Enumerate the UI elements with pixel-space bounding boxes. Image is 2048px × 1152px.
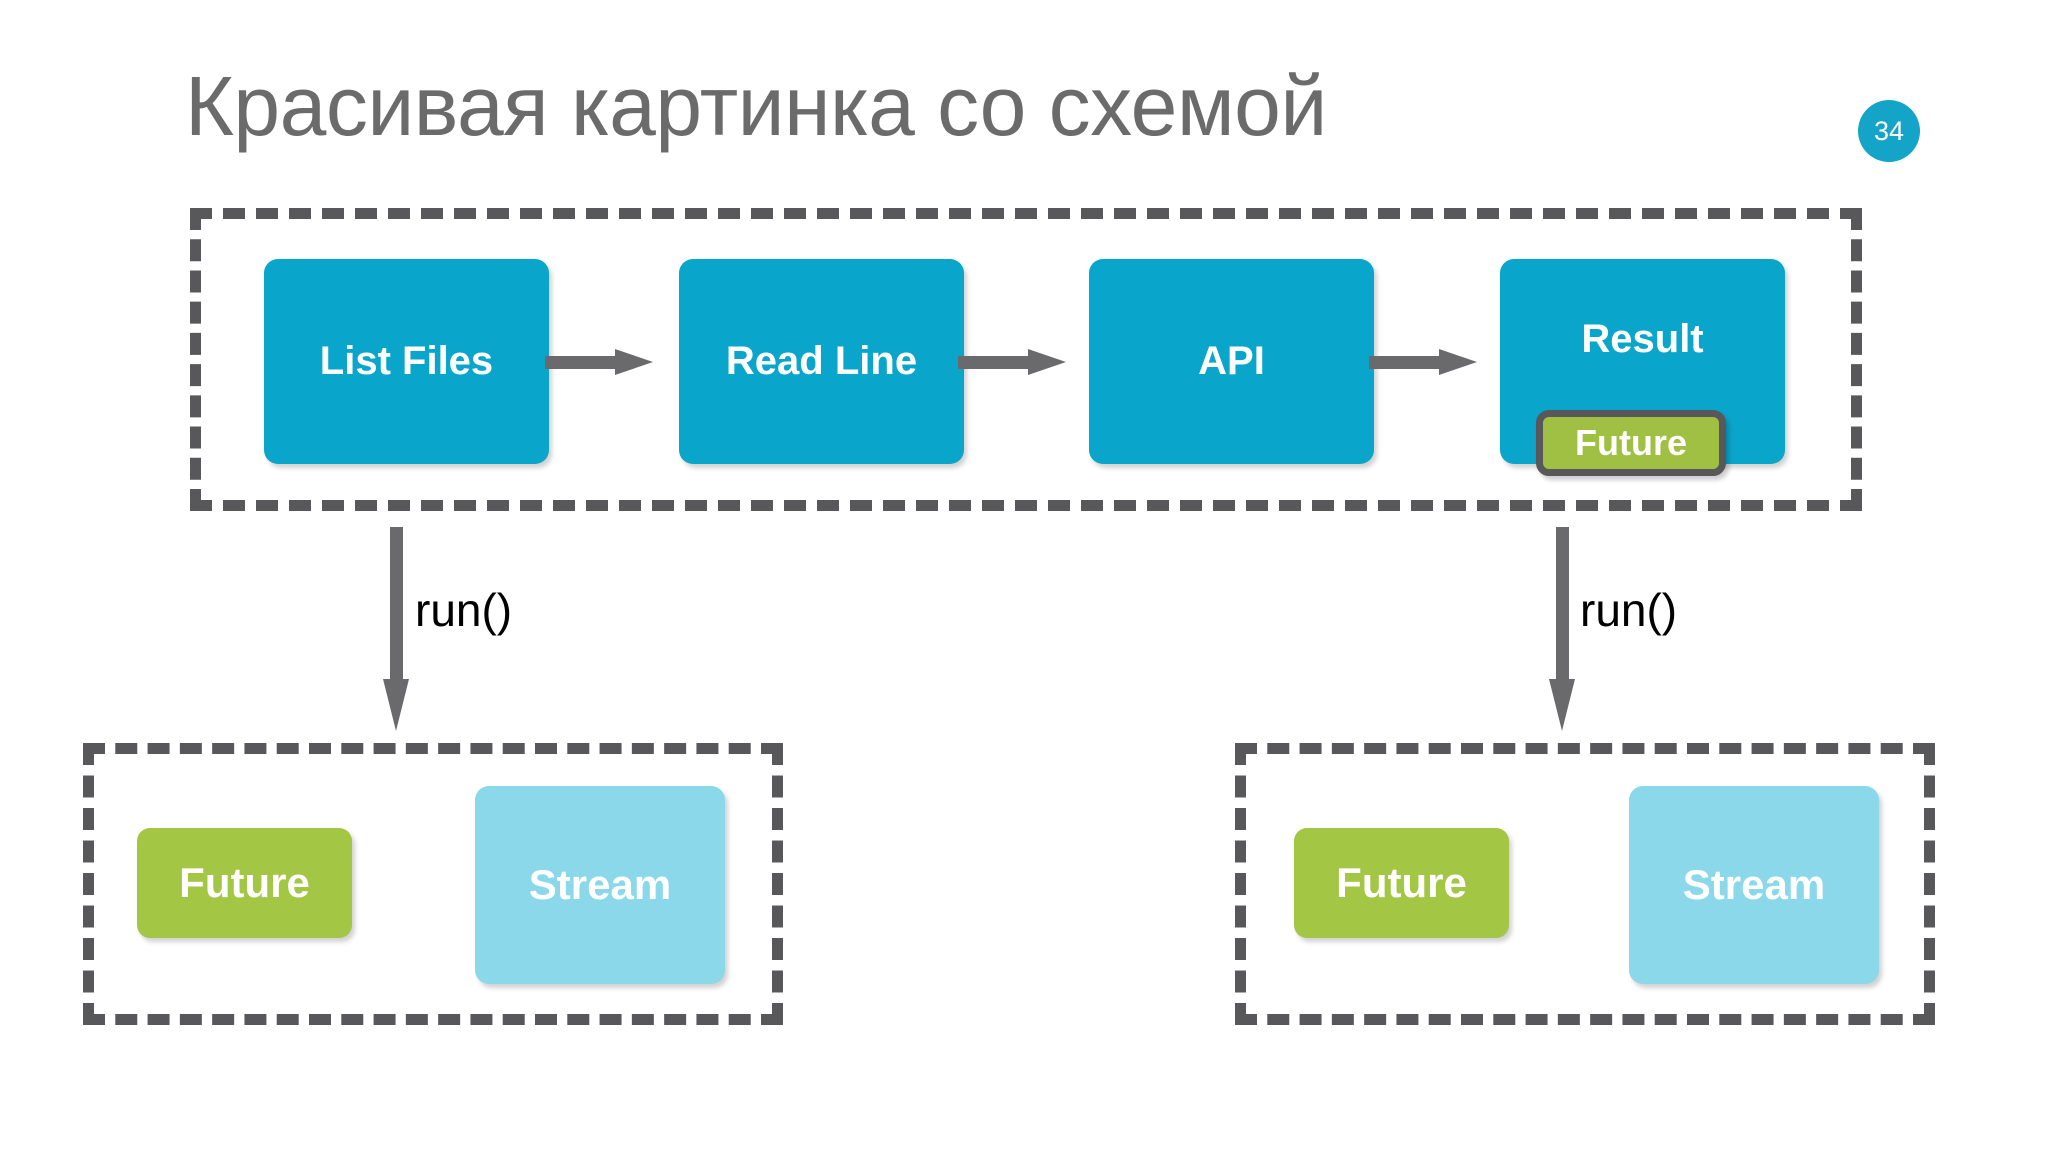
pipeline-stage-label: API xyxy=(1198,339,1265,383)
arrow-head xyxy=(615,349,653,375)
page-number-badge: 34 xyxy=(1858,100,1920,162)
pipeline-stage-label: Result xyxy=(1581,317,1704,361)
right-group-future-chip[interactable]: Future xyxy=(1294,828,1509,938)
arrow-shaft xyxy=(545,356,623,369)
left-result-group-container xyxy=(83,743,783,1025)
arrow-shaft xyxy=(958,356,1036,369)
arrow-head xyxy=(383,679,409,731)
arrow-head xyxy=(1549,679,1575,731)
arrow-down-icon xyxy=(383,527,409,735)
pipeline-stage-label: List Files xyxy=(319,339,494,383)
arrow-down-icon xyxy=(1549,527,1575,735)
run-label-right: run() xyxy=(1580,584,1678,636)
arrow-shaft xyxy=(1369,356,1447,369)
right-result-group-container xyxy=(1235,743,1935,1025)
arrow-shaft xyxy=(1556,527,1569,685)
arrow-right-icon xyxy=(545,349,665,375)
left-group-future-chip[interactable]: Future xyxy=(137,828,352,938)
left-group-stream-chip[interactable]: Stream xyxy=(475,786,725,984)
arrow-right-icon xyxy=(1369,349,1489,375)
pipeline-stage-read-line[interactable]: Read Line xyxy=(679,259,964,464)
arrow-shaft xyxy=(390,527,403,685)
arrow-head xyxy=(1439,349,1477,375)
run-label-left: run() xyxy=(415,584,513,636)
result-future-tag[interactable]: Future xyxy=(1536,410,1726,476)
arrow-head xyxy=(1028,349,1066,375)
pipeline-stage-api[interactable]: API xyxy=(1089,259,1374,464)
page-title: Красивая картинка со схемой xyxy=(185,59,1327,153)
arrow-right-icon xyxy=(958,349,1078,375)
pipeline-stage-label: Read Line xyxy=(725,339,918,383)
right-group-stream-chip[interactable]: Stream xyxy=(1629,786,1879,984)
pipeline-stage-list-files[interactable]: List Files xyxy=(264,259,549,464)
pipeline-group-container xyxy=(190,208,1862,511)
